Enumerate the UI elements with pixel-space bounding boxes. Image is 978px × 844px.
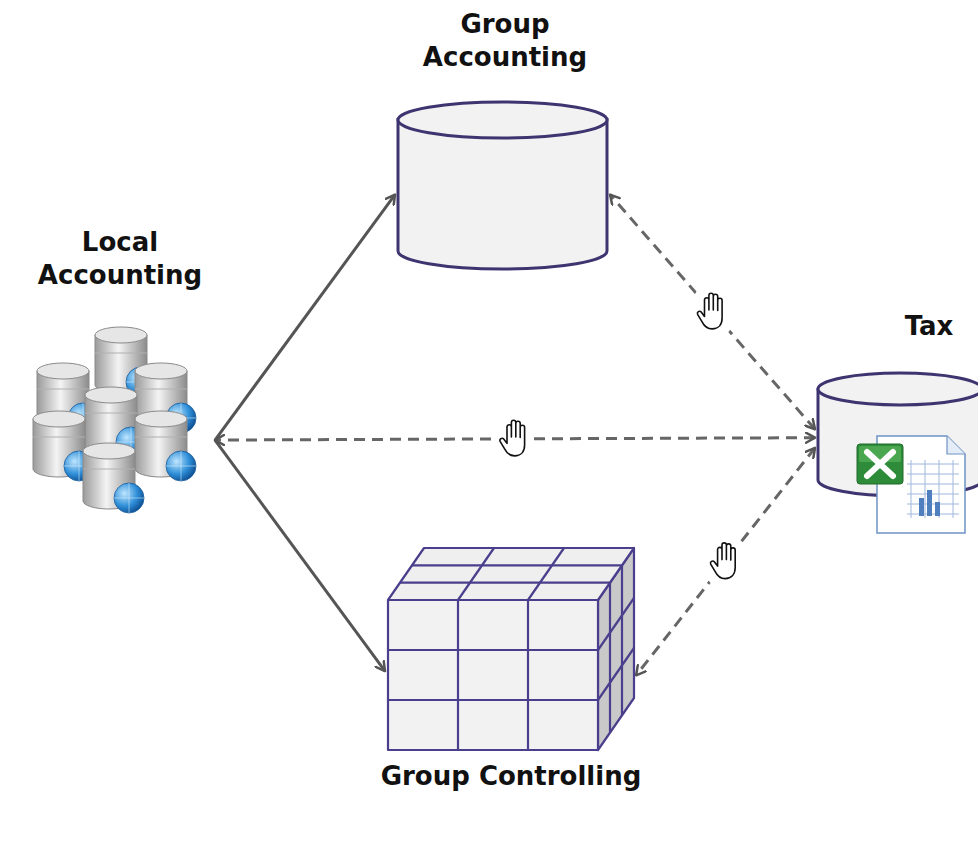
data-flow-arrow [215,195,395,440]
server-cluster-icon [15,325,215,520]
manual-hand-icon [708,539,744,585]
node-label: Group Controlling [380,760,642,793]
spreadsheet-database-art [815,368,978,538]
manual-interface [636,448,815,675]
manual-interface [610,195,815,430]
database-cylinder [395,100,610,272]
group-controlling-cube: Group Controlling [380,540,642,840]
node-label: Group Accounting [380,8,630,74]
manual-hand-icon [497,416,533,462]
node-label: Local Accounting [4,226,236,292]
olap-cube-art [385,543,640,753]
manual-hand-icon [695,289,731,335]
node-label: Tax [880,310,978,343]
local-accounting-servers: Local Accounting [4,222,236,522]
group-accounting-database: Group Accounting [380,4,630,276]
olap-cube [385,543,640,753]
database-cylinder-art [395,100,610,272]
spreadsheet-database [815,368,978,538]
server-cluster-icon-art [15,325,215,520]
data-flow-arrow [215,440,385,671]
tax-database: Tax [812,306,978,542]
